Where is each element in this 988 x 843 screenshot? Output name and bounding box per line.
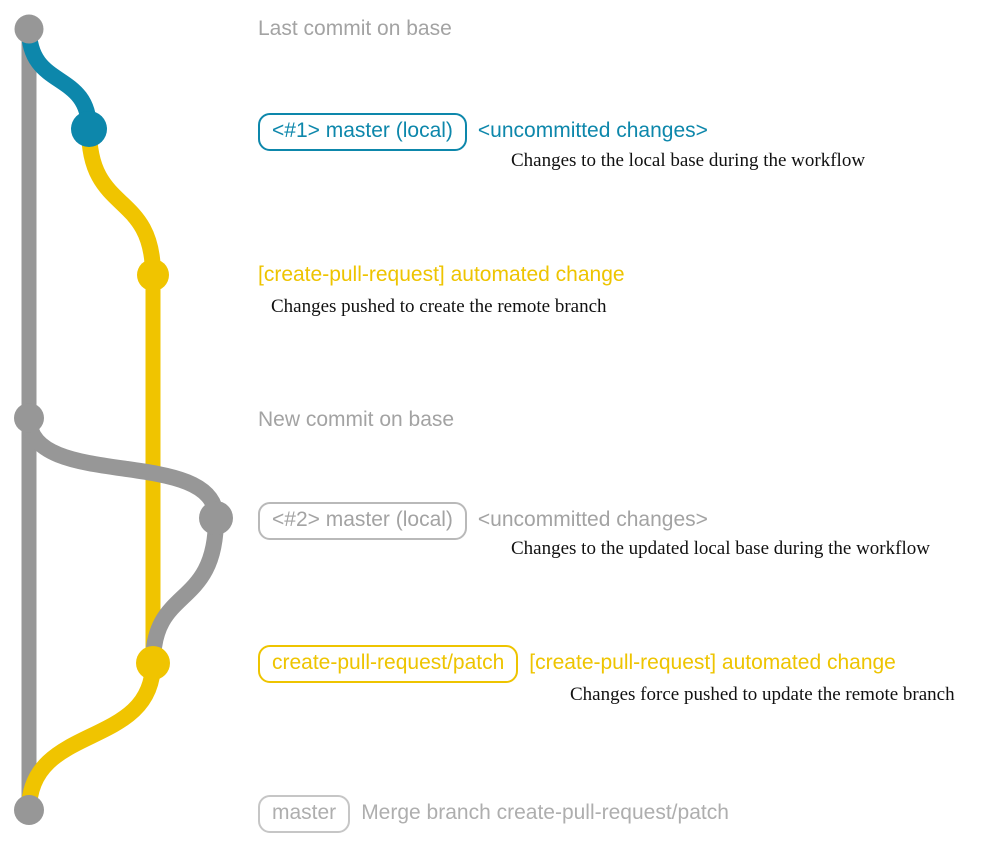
commit-node-local-2 xyxy=(199,501,233,535)
entry-master-local-1-description: Changes to the local base during the wor… xyxy=(511,150,866,171)
entry-create-pull-request-patch-subject: [create-pull-request] automated change xyxy=(529,651,896,674)
entry-master-local-1: <#1> master (local) <uncommitted changes… xyxy=(258,113,708,151)
commit-node-local-1 xyxy=(71,111,107,147)
commit-node-base-last xyxy=(14,14,44,44)
patch-merge-line xyxy=(21,655,161,818)
entry-last-commit-on-base-subject: Last commit on base xyxy=(258,17,452,40)
entry-new-commit-on-base-subject: New commit on base xyxy=(258,408,455,431)
branch-tag-master-local-1[interactable]: <#1> master (local) xyxy=(258,113,467,151)
entry-master-merge-subject: Merge branch create-pull-request/patch xyxy=(361,801,729,824)
commit-node-patch-update xyxy=(136,646,170,680)
branch-tag-create-pull-request-patch[interactable]: create-pull-request/patch xyxy=(258,645,519,683)
entry-create-pull-request-patch-description: Changes force pushed to update the remot… xyxy=(570,684,955,705)
branch-tag-master[interactable]: master xyxy=(258,795,351,833)
entry-automated-change-1-subject: [create-pull-request] automated change xyxy=(258,263,625,286)
entry-master-local-1-subject: <uncommitted changes> xyxy=(477,119,708,142)
entry-master-merge: master Merge branch create-pull-request/… xyxy=(258,795,729,833)
commit-node-patch-create xyxy=(137,259,169,291)
patch-branch-create-line xyxy=(81,121,161,283)
entry-create-pull-request-patch: create-pull-request/patch [create-pull-r… xyxy=(258,645,896,683)
branch-tag-master-local-2[interactable]: <#2> master (local) xyxy=(258,502,467,540)
entry-master-local-2-description: Changes to the updated local base during… xyxy=(511,538,930,559)
entry-master-local-2: <#2> master (local) <uncommitted changes… xyxy=(258,502,708,540)
commit-node-base-merge xyxy=(14,795,44,825)
entry-master-local-2-subject: <uncommitted changes> xyxy=(477,508,708,531)
entry-automated-change-1-description: Changes pushed to create the remote bran… xyxy=(271,296,607,317)
commit-node-base-new xyxy=(14,403,44,433)
local-branch-2-line xyxy=(21,410,224,526)
local-branch-2-to-patch-line xyxy=(145,510,224,671)
